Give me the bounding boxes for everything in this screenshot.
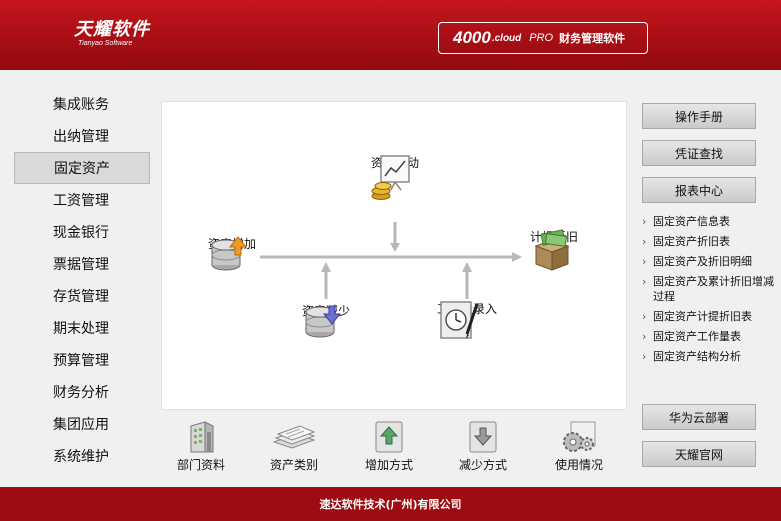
tool-asset-category[interactable]: 资产类别: [270, 420, 318, 473]
chevron-right-icon: ›: [642, 235, 647, 248]
database-remove-icon: [305, 305, 342, 338]
box-money-icon: [534, 229, 570, 271]
tool-department-info[interactable]: 部门资料: [177, 420, 225, 473]
database-add-icon: [211, 236, 248, 271]
flow-asset-reduce[interactable]: 资产减少: [302, 302, 350, 338]
tool-reduce-method-label: 减少方式: [458, 458, 508, 472]
app-header: 天耀软件 Tianyao Software 4000 .cloud PRO 财务…: [0, 0, 781, 70]
sidebar-item-group-apps[interactable]: 集团应用: [53, 417, 109, 433]
report-link-provision[interactable]: › 固定资产计提折旧表: [642, 309, 777, 324]
report-link-info[interactable]: › 固定资产信息表: [642, 214, 777, 229]
manual-button[interactable]: 操作手册: [642, 103, 756, 129]
tool-department-info-label: 部门资料: [176, 458, 226, 472]
report-link-structure[interactable]: › 固定资产结构分析: [642, 349, 777, 364]
sidebar-item-bills[interactable]: 票据管理: [53, 257, 109, 273]
flow-canvas: 资产变动 资产增加 计提折旧: [161, 101, 627, 410]
logo-main-text: 天耀软件: [74, 19, 150, 40]
arrow-down-box-icon: [469, 421, 497, 453]
bottom-toolbar: 部门资料 资产类别 增加方式 减少方式 使用: [161, 412, 627, 480]
voucher-search-button[interactable]: 凭证查找: [642, 140, 756, 166]
flow-asset-add[interactable]: 资产增加: [208, 235, 256, 271]
product-description: 财务管理软件: [559, 32, 626, 45]
flow-depreciation[interactable]: 计提折旧: [530, 228, 578, 271]
report-link-workload[interactable]: › 固定资产工作量表: [642, 329, 777, 344]
report-link-label: 固定资产计提折旧表: [653, 310, 752, 323]
chevron-right-icon: ›: [642, 275, 647, 288]
report-link-label: 固定资产信息表: [653, 215, 730, 228]
report-link-depreciation-detail[interactable]: › 固定资产及折旧明细: [642, 254, 777, 269]
product-number: 4000: [453, 28, 491, 47]
huawei-cloud-button[interactable]: 华为云部署: [642, 404, 756, 430]
papers-icon: [272, 425, 316, 449]
sidebar-item-cashier[interactable]: 出纳管理: [53, 129, 109, 145]
chart-board-coins-icon: [371, 155, 410, 200]
report-link-label: 固定资产工作量表: [653, 330, 741, 343]
chevron-right-icon: ›: [642, 255, 647, 268]
chevron-right-icon: ›: [642, 215, 647, 228]
logo: 天耀软件 Tianyao Software: [74, 19, 150, 48]
tool-usage-status[interactable]: 使用情况: [555, 420, 603, 473]
tool-asset-category-label: 资产类别: [269, 458, 319, 472]
sidebar-item-inventory[interactable]: 存货管理: [53, 289, 109, 305]
chevron-right-icon: ›: [642, 310, 647, 323]
report-link-label: 固定资产及累计折旧增减过程: [653, 275, 774, 303]
footer-company: 速达软件技术(广州)有限公司: [319, 498, 462, 511]
official-site-button[interactable]: 天耀官网: [642, 441, 756, 467]
sidebar-item-fixed-assets[interactable]: 固定资产: [14, 152, 150, 184]
product-edition: PRO: [529, 32, 554, 44]
product-badge: 4000 .cloud PRO 财务管理软件: [438, 22, 648, 54]
tool-add-method-label: 增加方式: [364, 458, 414, 472]
sidebar-item-integrated-accounting[interactable]: 集成账务: [53, 97, 109, 113]
product-cloud: .cloud: [491, 32, 522, 44]
flow-arrows: [260, 222, 522, 299]
sidebar-item-financial-analysis[interactable]: 财务分析: [53, 385, 109, 401]
sidebar-item-payroll[interactable]: 工资管理: [53, 193, 109, 209]
sidebar-item-cash-bank[interactable]: 现金银行: [53, 225, 109, 241]
sidebar-item-budget[interactable]: 预算管理: [53, 353, 109, 369]
report-link-accumulated[interactable]: › 固定资产及累计折旧增减过程: [642, 274, 777, 304]
tool-usage-status-label: 使用情况: [554, 458, 604, 472]
building-icon: [190, 421, 214, 453]
sidebar-item-period-end[interactable]: 期末处理: [53, 321, 109, 337]
flow-asset-change[interactable]: 资产变动: [371, 154, 419, 200]
report-link-label: 固定资产折旧表: [653, 235, 730, 248]
gears-icon: [562, 421, 596, 452]
chevron-right-icon: ›: [642, 350, 647, 363]
footer: 速达软件技术(广州)有限公司: [0, 487, 781, 521]
sidebar: 集成账务 出纳管理 固定资产 工资管理 现金银行 票据管理 存货管理 期末处理 …: [14, 88, 150, 472]
report-link-depreciation[interactable]: › 固定资产折旧表: [642, 234, 777, 249]
flow-workload-entry[interactable]: 工作量录入: [437, 300, 497, 339]
chevron-right-icon: ›: [642, 330, 647, 343]
report-link-label: 固定资产及折旧明细: [653, 255, 752, 268]
sidebar-item-system-maintenance[interactable]: 系统维护: [53, 449, 109, 465]
clock-pen-icon: [440, 301, 479, 339]
arrow-up-box-icon: [375, 421, 403, 453]
report-center-button[interactable]: 报表中心: [642, 177, 756, 203]
tool-add-method[interactable]: 增加方式: [365, 420, 413, 473]
report-list: › 固定资产信息表 › 固定资产折旧表 › 固定资产及折旧明细 › 固定资产及累计折旧增…: [642, 214, 777, 369]
logo-sub-text: Tianyao Software: [78, 40, 133, 47]
report-link-label: 固定资产结构分析: [653, 350, 741, 363]
tool-reduce-method[interactable]: 减少方式: [459, 420, 507, 473]
